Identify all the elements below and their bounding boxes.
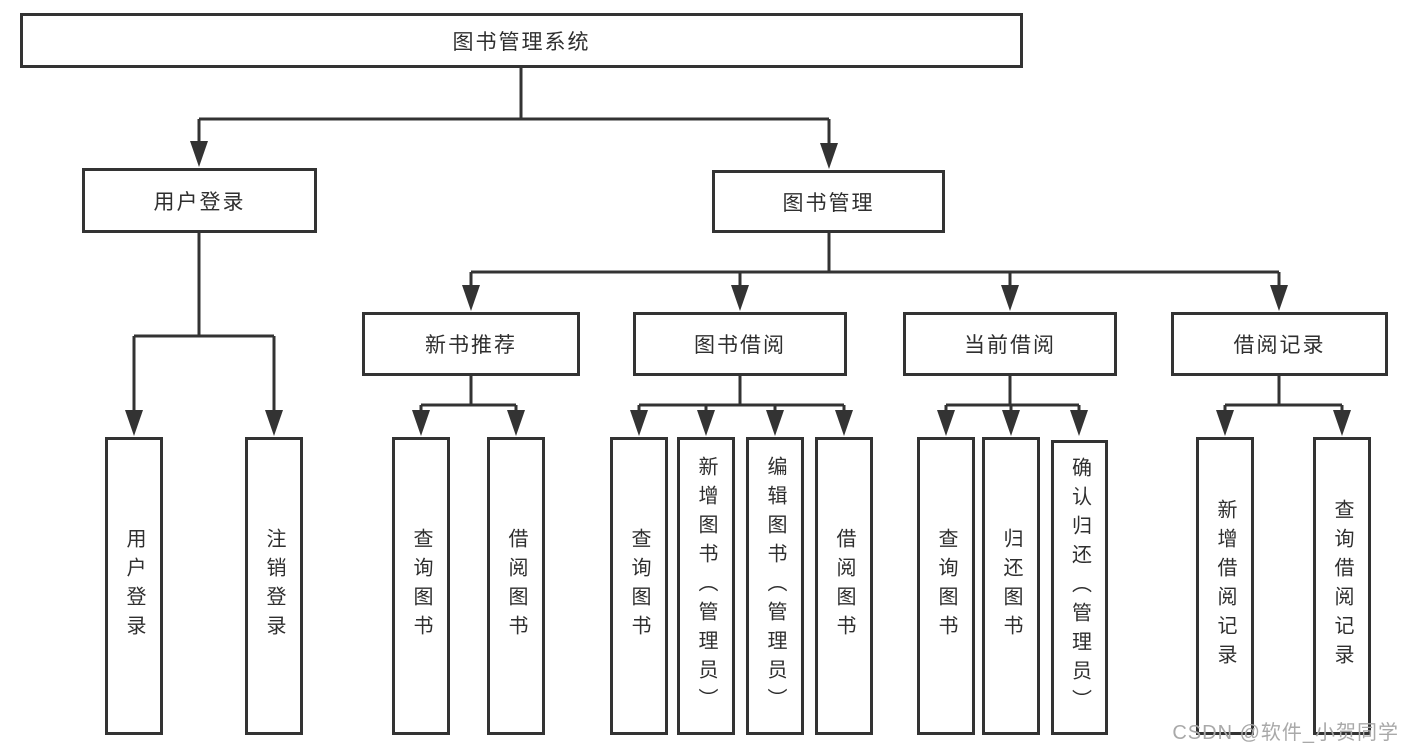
node-current-borrow: 当前借阅 [903, 312, 1117, 376]
leaf-bb-borrow-book: 借阅图书 [815, 437, 873, 735]
leaf-logout-label: 注销登录 [263, 528, 285, 644]
leaf-bb-edit-book-admin-label: 编辑图书（管理员） [764, 455, 786, 717]
leaf-br-add-record-label: 新增借阅记录 [1214, 499, 1236, 673]
node-book-management: 图书管理 [712, 170, 945, 233]
leaf-cb-confirm-return-admin: 确认归还（管理员） [1051, 440, 1108, 735]
leaf-bb-query-book-label: 查询图书 [628, 528, 650, 644]
leaf-bb-add-book-admin: 新增图书（管理员） [677, 437, 735, 735]
node-borrow-records: 借阅记录 [1171, 312, 1388, 376]
node-root-system: 图书管理系统 [20, 13, 1023, 68]
leaf-logout: 注销登录 [245, 437, 303, 735]
leaf-nbr-borrow-book: 借阅图书 [487, 437, 545, 735]
leaf-bb-query-book: 查询图书 [610, 437, 668, 735]
leaf-bb-edit-book-admin: 编辑图书（管理员） [746, 437, 804, 735]
leaf-cb-return-book-label: 归还图书 [1000, 528, 1022, 644]
node-user-login: 用户登录 [82, 168, 317, 233]
leaf-bb-add-book-admin-label: 新增图书（管理员） [695, 455, 717, 717]
leaf-nbr-query-book-label: 查询图书 [410, 528, 432, 644]
leaf-bb-borrow-book-label: 借阅图书 [833, 528, 855, 644]
leaf-user-login-label: 用户登录 [123, 528, 145, 644]
leaf-user-login: 用户登录 [105, 437, 163, 735]
leaf-cb-query-book: 查询图书 [917, 437, 975, 735]
node-book-borrow: 图书借阅 [633, 312, 847, 376]
leaf-br-query-record-label: 查询借阅记录 [1331, 499, 1353, 673]
leaf-nbr-borrow-book-label: 借阅图书 [505, 528, 527, 644]
leaf-cb-return-book: 归还图书 [982, 437, 1040, 735]
leaf-nbr-query-book: 查询图书 [392, 437, 450, 735]
csdn-watermark: CSDN @软件_小贺同学 [1172, 722, 1399, 744]
leaf-cb-confirm-return-admin-label: 确认归还（管理员） [1068, 457, 1091, 718]
leaf-br-query-record: 查询借阅记录 [1313, 437, 1371, 735]
leaf-br-add-record: 新增借阅记录 [1196, 437, 1254, 735]
node-new-book-recommend: 新书推荐 [362, 312, 580, 376]
leaf-cb-query-book-label: 查询图书 [935, 528, 957, 644]
